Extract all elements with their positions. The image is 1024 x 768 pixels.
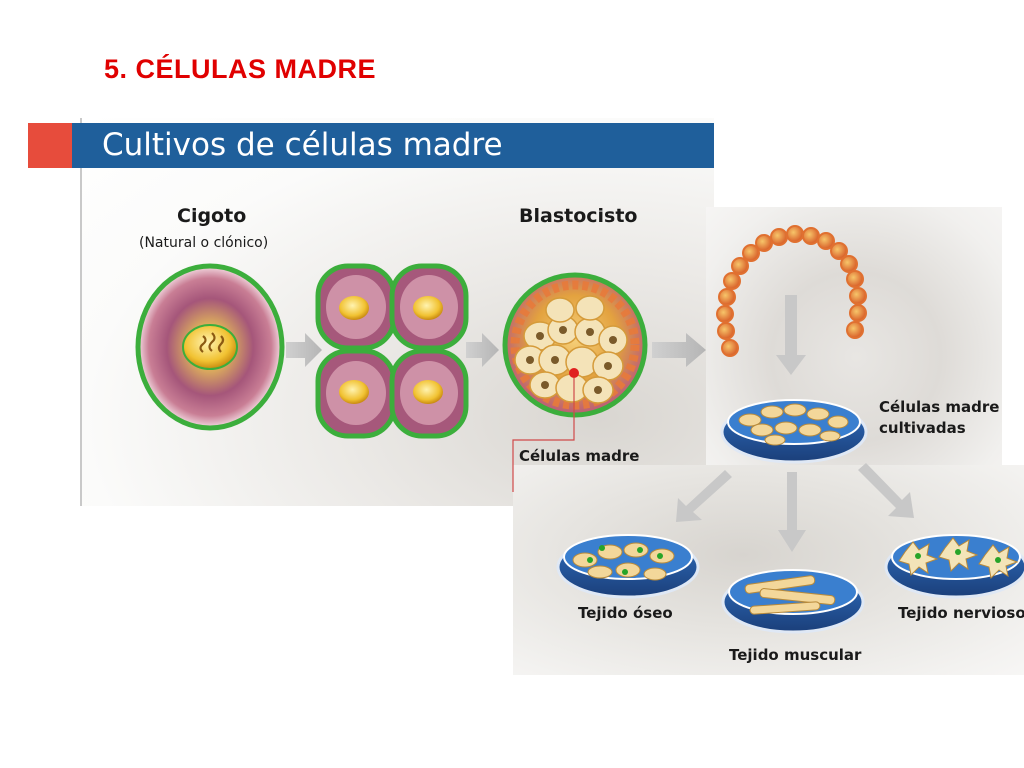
panel-divider	[80, 118, 82, 506]
banner-accent	[28, 123, 72, 168]
nerve-tissue-dish	[884, 534, 1024, 599]
blastocyst-title: Blastocisto	[519, 205, 638, 227]
muscle-tissue-dish	[721, 569, 865, 634]
banner-title: Cultivos de células madre	[102, 127, 503, 163]
slide-title: 5. CÉLULAS MADRE	[104, 54, 377, 84]
arrow-down-icon	[778, 472, 806, 552]
four-cell-stage	[315, 263, 469, 439]
cell-arc	[716, 225, 867, 357]
arrow-icon	[466, 333, 499, 367]
blastocyst-cell	[502, 272, 648, 492]
zygote-subtitle: (Natural o clónico)	[139, 235, 269, 251]
stem-cells-label: Células madre	[519, 447, 640, 465]
arrow-icon	[652, 333, 706, 367]
bone-tissue-dish	[556, 534, 700, 599]
bone-tissue-label: Tejido óseo	[578, 604, 673, 622]
arrow-icon	[858, 463, 914, 518]
nerve-tissue-label: Tejido nervioso	[898, 604, 1024, 622]
arrow-icon	[286, 333, 322, 367]
cultured-label-line1: Células madre	[879, 398, 1000, 416]
arrow-down-icon	[776, 295, 806, 375]
zygote-title: Cigoto	[177, 205, 247, 227]
muscle-tissue-label: Tejido muscular	[729, 646, 862, 664]
cultured-label-line2: cultivadas	[879, 419, 966, 437]
callout-line	[512, 378, 575, 492]
zygote-cell	[135, 263, 285, 431]
culture-dish	[720, 399, 868, 464]
banner: Cultivos de células madre	[72, 123, 714, 168]
arrow-icon	[676, 470, 732, 522]
stem-cell-marker	[569, 368, 579, 378]
